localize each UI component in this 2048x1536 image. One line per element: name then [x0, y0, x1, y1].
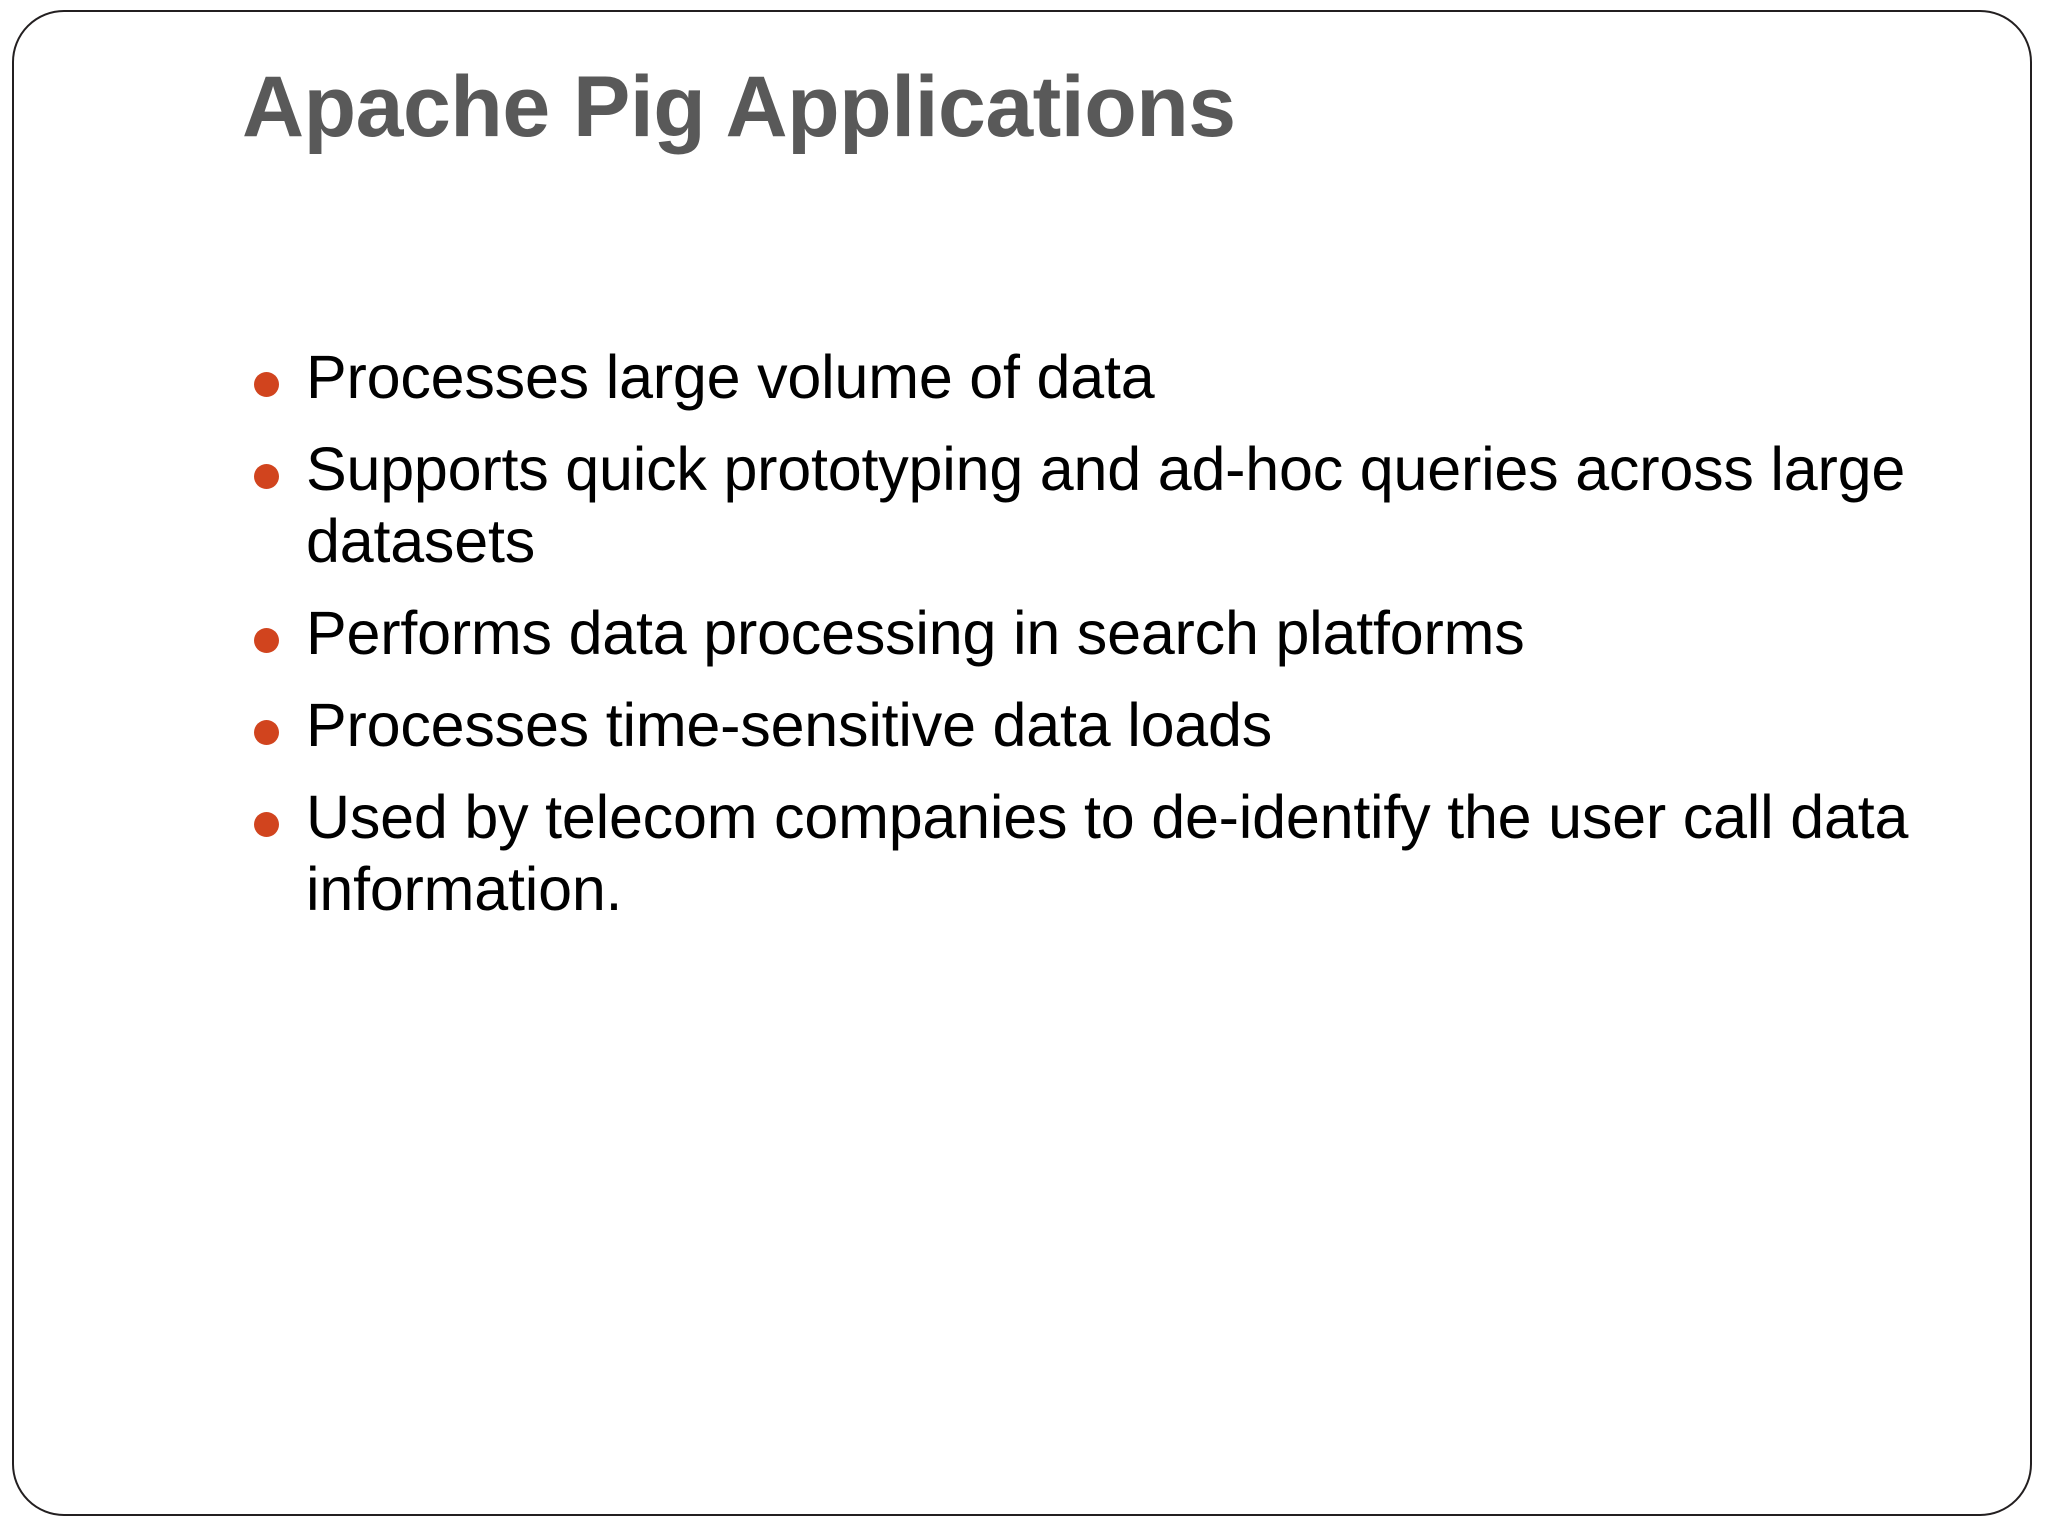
page-title: Apache Pig Applications: [242, 59, 1236, 155]
bullet-dot-icon: [254, 811, 279, 837]
list-item: Supports quick prototyping and ad-hoc qu…: [242, 434, 1942, 578]
bullet-dot-icon: [254, 627, 279, 653]
list-item: Processes large volume of data: [242, 342, 1942, 414]
bullet-dot-icon: [254, 463, 279, 489]
list-item-label: Used by telecom companies to de-identify…: [306, 782, 1909, 923]
bullet-dot-icon: [254, 372, 279, 397]
slide-frame: Apache Pig Applications Processes large …: [12, 10, 2032, 1516]
list-item: Performs data processing in search platf…: [242, 598, 1942, 670]
list-item: Processes time-sensitive data loads: [242, 690, 1942, 762]
list-item: Used by telecom companies to de-identify…: [242, 782, 1942, 926]
bullet-dot-icon: [254, 719, 279, 745]
list-item-label: Processes time-sensitive data loads: [306, 690, 1273, 759]
list-item-label: Supports quick prototyping and ad-hoc qu…: [306, 434, 1906, 575]
list-item-label: Performs data processing in search platf…: [306, 598, 1525, 667]
list-item-label: Processes large volume of data: [306, 343, 1155, 411]
bullet-list: Processes large volume of data Supports …: [242, 342, 1942, 926]
